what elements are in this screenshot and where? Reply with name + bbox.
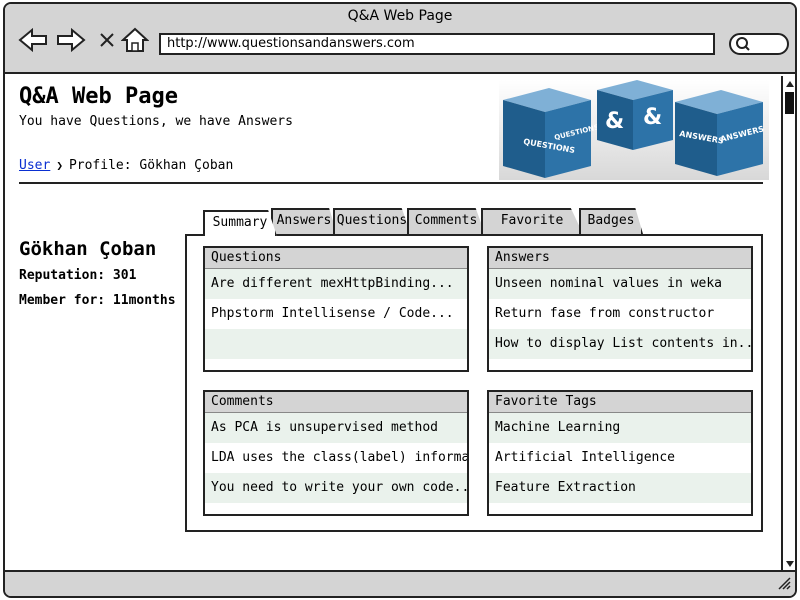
scroll-down-icon[interactable] (784, 558, 796, 570)
favorite-tags-card: Favorite Tags Machine Learning Artificia… (487, 390, 753, 516)
chevron-right-icon: ❯ (56, 159, 63, 172)
search-icon (736, 37, 750, 51)
header-divider (19, 182, 763, 184)
tab-questions[interactable]: Questions (333, 208, 411, 234)
list-item (205, 329, 467, 359)
list-item[interactable]: Are different mexHttpBinding... (205, 269, 467, 299)
forward-button[interactable] (55, 26, 87, 54)
tab-summary[interactable]: Summary (203, 210, 277, 236)
list-item[interactable]: Phpstorm Intellisense / Code... (211, 306, 454, 321)
scroll-up-icon[interactable] (784, 78, 796, 90)
tab-badges[interactable]: Badges (579, 208, 643, 234)
questions-card: Questions Are different mexHttpBinding..… (203, 246, 469, 372)
browser-toolbar: Q&A Web Page http://www.questionsandansw… (5, 4, 795, 74)
scrollbar-thumb[interactable] (785, 92, 794, 114)
list-item[interactable]: LDA uses the class(label) information... (211, 450, 467, 465)
tab-favorite-tags[interactable]: Favorite Tags (481, 208, 583, 234)
card-title: Questions (205, 248, 467, 269)
list-item[interactable]: Unseen nominal values in weka (489, 269, 751, 299)
card-title: Answers (489, 248, 751, 269)
address-bar[interactable]: http://www.questionsandanswers.com (159, 33, 715, 55)
home-button[interactable] (119, 26, 151, 54)
answers-card: Answers Unseen nominal values in weka Re… (487, 246, 753, 372)
profile-member-for: Member for: 11months (19, 293, 176, 308)
breadcrumb-user-link[interactable]: User (19, 158, 51, 173)
tab-answers[interactable]: Answers (271, 208, 337, 234)
window-title: Q&A Web Page (347, 8, 453, 24)
list-item[interactable]: As PCA is unsupervised method (205, 413, 467, 443)
vertical-scrollbar[interactable] (781, 76, 796, 572)
status-bar (5, 570, 795, 596)
resize-grip-icon[interactable] (777, 576, 791, 590)
back-arrow-icon (18, 28, 47, 52)
page-tagline: You have Questions, we have Answers (19, 114, 293, 129)
close-icon (100, 33, 114, 47)
list-item[interactable]: How to display List contents in... (489, 329, 751, 359)
breadcrumb: User ❯ Profile: Gökhan Çoban (19, 158, 233, 173)
svg-text:&: & (605, 109, 624, 134)
browser-window: Q&A Web Page http://www.questionsandansw… (3, 2, 797, 598)
profile-reputation: Reputation: 301 (19, 268, 137, 283)
tab-comments[interactable]: Comments (407, 208, 485, 234)
page-title: Q&A Web Page (19, 84, 178, 109)
list-item[interactable]: Artificial Intelligence (495, 450, 676, 465)
list-item[interactable]: You need to write your own code... (205, 473, 467, 503)
qa-cubes-logo: QUESTIONS QUESTIONS & & ANSWERS ANSWERS (499, 80, 769, 180)
card-title: Favorite Tags (489, 392, 751, 413)
back-button[interactable] (17, 26, 49, 54)
stop-button[interactable] (91, 26, 123, 54)
card-title: Comments (205, 392, 467, 413)
search-field[interactable] (729, 33, 789, 55)
home-icon (121, 27, 149, 52)
list-item[interactable]: Feature Extraction (489, 473, 751, 503)
profile-name: Gökhan Çoban (19, 238, 157, 260)
summary-panel: Questions Are different mexHttpBinding..… (185, 234, 763, 532)
forward-arrow-icon (57, 28, 86, 52)
comments-card: Comments As PCA is unsupervised method L… (203, 390, 469, 516)
list-item[interactable]: Machine Learning (489, 413, 751, 443)
list-item[interactable]: Return fase from constructor (495, 306, 715, 321)
svg-text:&: & (643, 105, 662, 130)
breadcrumb-current: Profile: Gökhan Çoban (68, 158, 234, 173)
